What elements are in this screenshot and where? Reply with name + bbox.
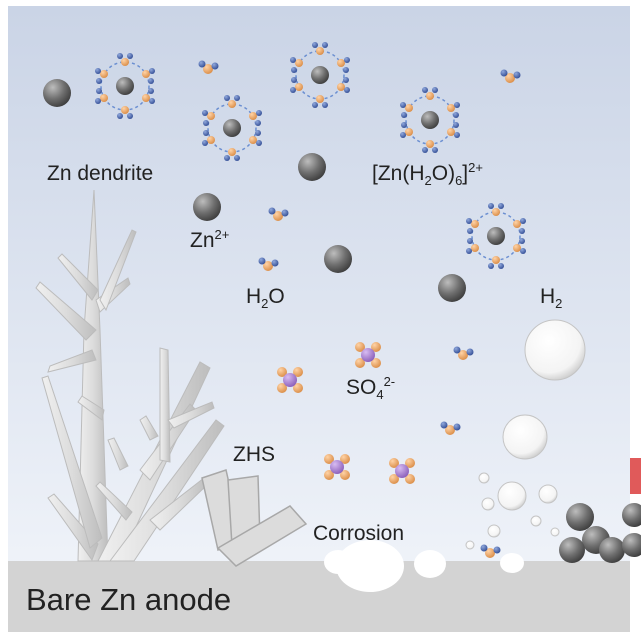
- zinc-deposit-cluster: [559, 503, 641, 563]
- hydrogen-bubble-icon: [524, 319, 586, 381]
- zn-dendrite-label: Zn dendrite: [47, 162, 153, 185]
- water-molecules: [198, 60, 521, 558]
- water-molecule-icon: [480, 544, 501, 558]
- water-molecule-icon: [258, 257, 279, 271]
- corrosion-label: Corrosion: [313, 522, 404, 545]
- water-label: H2O: [246, 285, 285, 311]
- right-margin-strip: [630, 6, 641, 632]
- zinc-ion-sphere-icon: [43, 79, 71, 107]
- hydrogen-bubble-icon: [538, 484, 558, 504]
- sulfate-label: SO42-: [346, 374, 395, 402]
- zinc-dendrite-icon: [35, 189, 225, 562]
- hydrogen-bubble-icon: [550, 527, 560, 537]
- zn-ion-label: Zn2+: [190, 227, 229, 252]
- adjacent-panel-red-mark: [630, 458, 641, 494]
- hydrated-zinc-complex-icon: [400, 87, 460, 153]
- water-molecule-icon: [440, 421, 461, 435]
- hydrogen-bubble-icon: [497, 481, 527, 511]
- hydrogen-bubble-icon: [530, 515, 542, 527]
- water-molecule-icon: [453, 346, 474, 360]
- zinc-ion-sphere-icon: [193, 193, 221, 221]
- sulfate-ions: [277, 342, 415, 484]
- hydrogen-bubble-icon: [502, 414, 548, 460]
- hydrogen-bubble-icon: [465, 540, 475, 550]
- zinc-ions: [43, 79, 466, 302]
- zinc-ion-sphere-icon: [438, 274, 466, 302]
- hydrated-zinc-complex-icon: [466, 203, 526, 269]
- hydrated-zinc-complexes: [95, 42, 526, 269]
- sulfate-ion-icon: [355, 342, 381, 368]
- sulfate-ion-icon: [389, 458, 415, 484]
- hydrogen-label: H2: [540, 285, 562, 311]
- hydrogen-bubbles: [465, 319, 586, 550]
- hydrated-zinc-complex-icon: [290, 42, 350, 108]
- water-molecule-icon: [268, 207, 289, 221]
- sulfate-ion-icon: [324, 454, 350, 480]
- electrolyte-background: [8, 6, 630, 632]
- hydrogen-bubble-icon: [478, 472, 490, 484]
- anode-label: Bare Zn anode: [26, 582, 231, 617]
- corrosion-pits: [324, 540, 524, 592]
- hydrogen-bubble-icon: [487, 524, 501, 538]
- zinc-ion-sphere-icon: [298, 153, 326, 181]
- hydrated-complex-label: [Zn(H2O)6]2+: [372, 160, 483, 188]
- bare-zn-anode: [8, 561, 630, 632]
- water-molecule-icon: [198, 60, 219, 74]
- sulfate-ion-icon: [277, 367, 303, 393]
- hydrogen-bubble-icon: [481, 497, 495, 511]
- hydrated-zinc-complex-icon: [95, 53, 155, 119]
- water-molecule-icon: [500, 69, 521, 83]
- hydrated-zinc-complex-icon: [202, 95, 262, 161]
- zhs-label: ZHS: [233, 443, 275, 466]
- zinc-ion-sphere-icon: [324, 245, 352, 273]
- zhs-flake-icon: [201, 469, 308, 567]
